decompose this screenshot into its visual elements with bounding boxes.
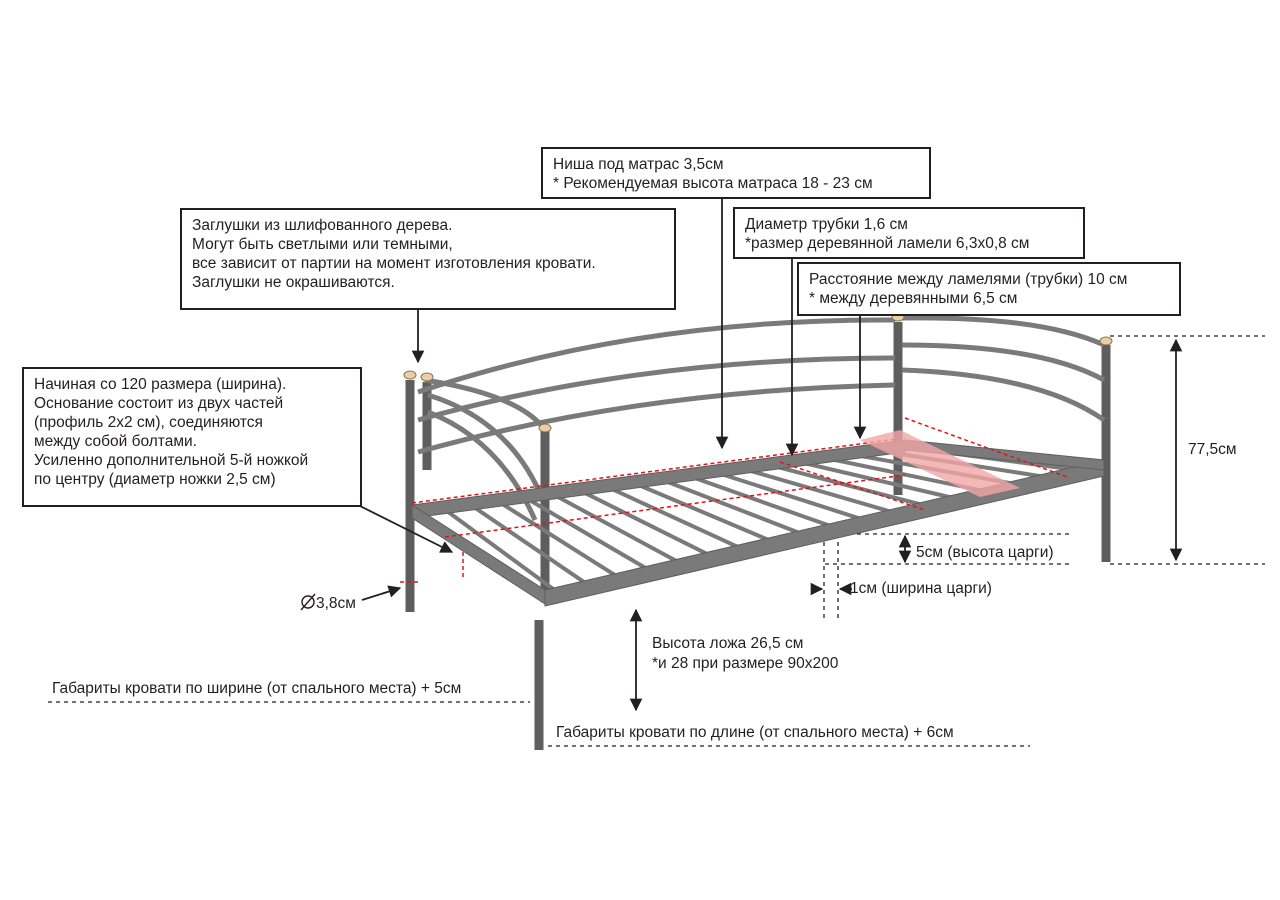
callout-line: Заглушки из шлифованного дерева. <box>192 217 453 234</box>
slat <box>499 501 624 582</box>
callout-line: Начиная со 120 размера (ширина). <box>34 376 287 393</box>
inner-frame-highlight <box>444 474 906 538</box>
back-rail-top <box>417 317 896 395</box>
slat <box>471 504 593 589</box>
slat-spacing-highlight <box>779 461 926 511</box>
callout-line: между собой болтами. <box>34 433 197 450</box>
callout-line: по центру (диаметр ножки 2,5 см) <box>34 471 276 488</box>
wood-cap <box>403 370 417 380</box>
dimension-guides <box>48 335 1265 747</box>
slat <box>664 478 810 539</box>
callout-line: * Рекомендуемая высота матраса 18 - 23 с… <box>553 175 873 192</box>
callout-line: Усиленно дополнительной 5-й ножкой <box>34 452 309 469</box>
callout-line: все зависит от партии на момент изготовл… <box>192 255 596 272</box>
callout-line: Ниша под матрас 3,5см <box>553 156 724 173</box>
niche-highlight <box>411 437 906 504</box>
slat <box>801 460 965 503</box>
leg-diameter-leader <box>361 585 402 601</box>
total-height-label: 77,5см <box>1188 441 1237 458</box>
callout-line: Расстояние между ламелями (трубки) 10 см <box>809 271 1128 288</box>
slat <box>609 486 748 553</box>
callout-line: Основание состоит из двух частей <box>34 395 284 412</box>
bed-height-note: *и 28 при размере 90х200 <box>652 655 839 672</box>
back-rail-lower <box>417 382 896 455</box>
left-head-arc-1 <box>424 377 548 432</box>
callout-line: (профиль 2х2 см), соединяются <box>34 414 263 431</box>
slat <box>636 482 779 546</box>
bed-height-label: Высота ложа 26,5 см <box>652 635 804 652</box>
slats <box>444 445 1089 597</box>
frame-height-label: 5см (высота царги) <box>916 544 1054 561</box>
base-leader <box>359 505 454 553</box>
leg-diameter-label: 3,8см <box>316 595 356 612</box>
highlight-lines <box>400 417 1071 583</box>
slat <box>444 508 562 597</box>
slat <box>581 490 717 561</box>
wood-cap <box>538 423 552 433</box>
slat <box>746 467 903 517</box>
right-head-rail-3 <box>901 367 1106 423</box>
width-overall-label: Габариты кровати по ширине (от спального… <box>52 680 462 697</box>
left-head-arc-2 <box>427 392 546 501</box>
callout-line: * между деревянными 6,5 см <box>809 290 1018 307</box>
right-head-rail-2 <box>901 342 1106 383</box>
back-rail-middle <box>417 355 896 423</box>
callout-line: *размер деревянной ламели 6,3х0,8 см <box>745 235 1030 252</box>
frame-width-label: 1см (ширина царги) <box>850 580 992 597</box>
callout-line: Могут быть светлыми или темными, <box>192 236 453 253</box>
slat <box>691 475 841 532</box>
length-overall-label: Габариты кровати по длине (от спального … <box>556 724 954 741</box>
diameter-symbol-icon <box>300 593 316 611</box>
niche-callout: Ниша под матрас 3,5см * Рекомендуемая вы… <box>541 147 931 199</box>
wood-cap <box>420 372 434 382</box>
base-callout: Начиная со 120 размера (ширина). Основан… <box>22 367 362 507</box>
right-edge-highlight <box>904 417 1071 479</box>
spacing-callout: Расстояние между ламелями (трубки) 10 см… <box>797 262 1181 316</box>
wood-cap <box>1099 336 1113 346</box>
wood-lamella-highlight <box>860 430 1020 497</box>
callout-line: Заглушки не окрашиваются. <box>192 274 395 291</box>
slat <box>526 497 655 575</box>
slat <box>554 493 686 568</box>
tube-callout: Диаметр трубки 1,6 см *размер деревянной… <box>733 207 1085 259</box>
front-side-frame <box>544 459 1105 607</box>
right-head-rail-1 <box>901 315 1106 348</box>
slat <box>718 471 872 525</box>
plugs-callout: Заглушки из шлифованного дерева. Могут б… <box>180 208 676 310</box>
bed-frame <box>403 312 1113 750</box>
callout-line: Диаметр трубки 1,6 см <box>745 216 908 233</box>
leader-lines <box>359 196 1183 712</box>
